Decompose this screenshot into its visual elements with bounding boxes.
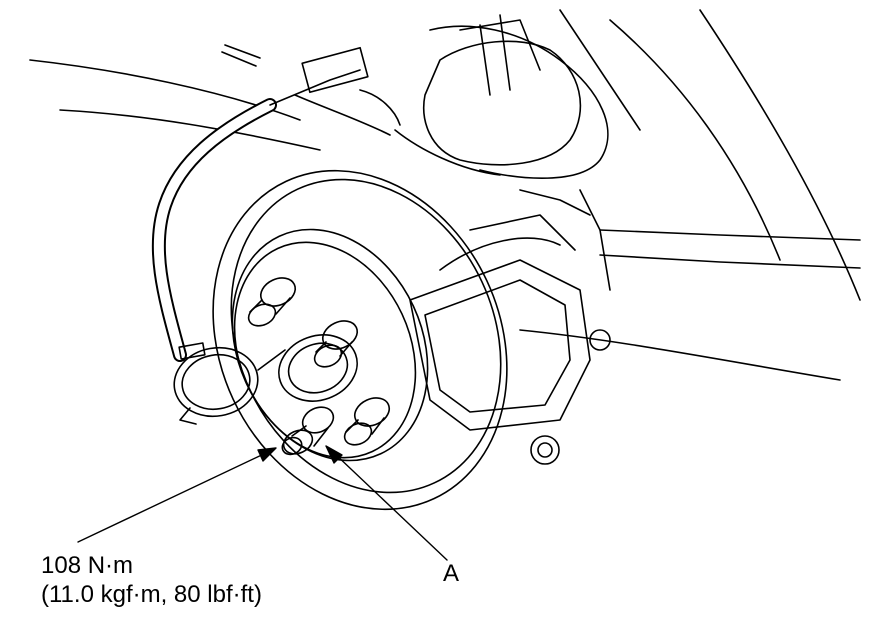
upper-arm xyxy=(394,14,582,176)
brake-caliper xyxy=(409,189,611,465)
callout-a-label: A xyxy=(443,560,460,587)
lug-nut-a xyxy=(281,406,335,456)
wheel-stud xyxy=(313,320,359,368)
torque-value-label: 108 N·m xyxy=(41,552,134,579)
wheel-stud xyxy=(247,277,297,327)
chassis-outline xyxy=(29,9,861,381)
hub xyxy=(278,334,358,402)
torque-alt-units-label: (11.0 kgf·m, 80 lbf·ft) xyxy=(41,581,262,608)
brake-disc xyxy=(212,169,508,511)
dial-indicator xyxy=(151,44,401,425)
callout-a-leader xyxy=(332,451,448,561)
wheel-stud xyxy=(343,397,391,446)
callout-a-arrowhead xyxy=(325,445,343,464)
torque-arrowhead xyxy=(257,447,277,462)
leader-lines xyxy=(77,445,448,561)
wheel-studs xyxy=(247,277,391,456)
torque-leader xyxy=(77,451,269,543)
